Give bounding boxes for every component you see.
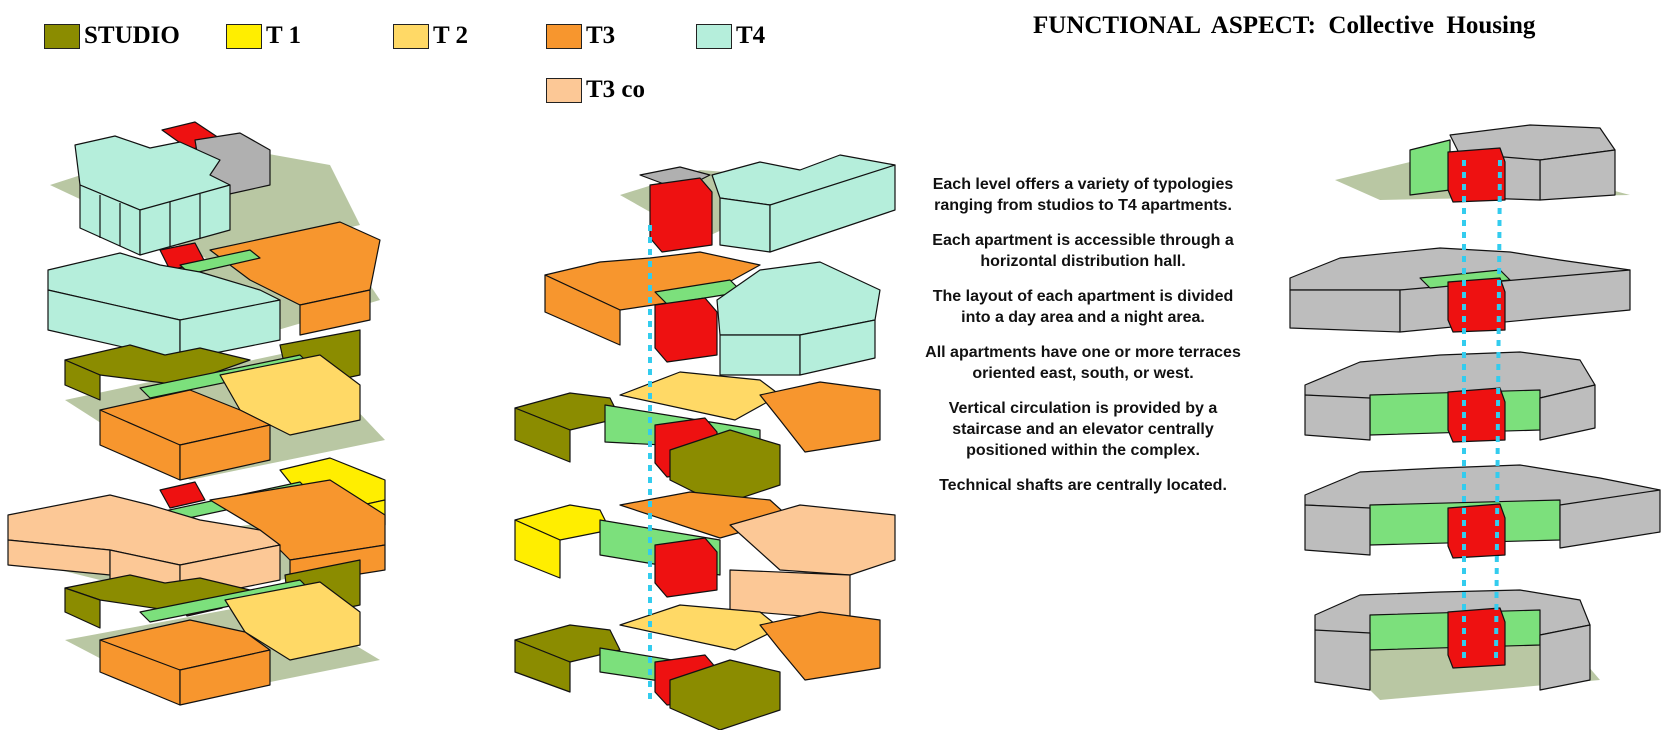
stack-right-level-4 [1289, 247, 1631, 333]
stack-left-level-4 [47, 221, 381, 361]
studio-block-front [514, 639, 571, 693]
stack-left-level-1 [64, 559, 380, 706]
t3-block-front-2 [179, 424, 271, 481]
stair-block [654, 537, 718, 598]
legend-label-t4: T4 [736, 22, 766, 49]
stack-right-level-2 [1304, 464, 1661, 559]
note-access: Each apartment is accessible through a h… [932, 232, 1234, 270]
hall-strip [1419, 269, 1511, 289]
legend-label-studio: STUDIO [84, 22, 180, 49]
t4-block-front-2 [769, 164, 896, 253]
stack-middle-level-2 [514, 491, 896, 621]
stack-right-level-3 [1304, 351, 1596, 443]
t1-block-front [514, 519, 561, 579]
notes-block: Each level offers a variety of typologie… [918, 174, 1248, 510]
gray-block-front [1289, 289, 1401, 333]
legend-t3: T3 [546, 22, 615, 50]
legend-swatch-t3 [546, 23, 582, 49]
t3-block-front [544, 274, 621, 346]
studio-block-front [64, 359, 101, 401]
stack-left [7, 121, 386, 706]
note-typologies: Each level offers a variety of typologie… [932, 176, 1234, 214]
gray-block-front-2 [1559, 489, 1661, 549]
studio-block-front [64, 587, 101, 629]
stair-block [1447, 277, 1506, 333]
legend-t1: T 1 [226, 22, 301, 50]
stack-middle-level-1 [514, 604, 881, 730]
legend-t3co: T3 co [546, 76, 645, 104]
stack-right-level-1 [1314, 589, 1600, 700]
t4-block-front-2 [799, 319, 876, 376]
gray-block-front [1304, 394, 1371, 441]
t3-block-front-2 [179, 649, 271, 706]
stack-right-level-5 [1335, 124, 1630, 203]
stack-left-level-2 [7, 457, 386, 601]
gray-block-front [1314, 629, 1371, 691]
stair-block [1447, 147, 1506, 203]
gray-block-front-2 [1539, 624, 1591, 691]
legend-t2: T 2 [393, 22, 468, 50]
studio-block-lower [669, 429, 781, 506]
t3-block-front [299, 289, 371, 336]
stack-middle-level-3 [514, 371, 881, 506]
studio-block-front [514, 407, 571, 463]
t4-block-front [719, 197, 771, 253]
stack-middle-level-4 [544, 251, 881, 376]
legend-swatch-t2 [393, 23, 429, 49]
legend-swatch-t3co [546, 77, 582, 103]
legend-swatch-t4 [696, 23, 732, 49]
t4-block-front [719, 334, 801, 376]
stack-left-level-3 [64, 329, 385, 481]
stack-middle [514, 154, 896, 730]
t3-block-top [759, 611, 881, 681]
note-terraces: All apartments have one or more terraces… [925, 344, 1241, 382]
stair-block [654, 297, 718, 363]
note-layout: The layout of each apartment is divided … [932, 288, 1234, 326]
note-circulation: Vertical circulation is provided by a st… [948, 400, 1218, 459]
t3-block-top [544, 251, 761, 311]
t2-block-top [619, 604, 781, 651]
stack-right [1289, 124, 1661, 700]
note-shafts: Technical shafts are centrally located. [939, 477, 1227, 494]
t4-block-front [179, 299, 281, 361]
legend-label-t3: T3 [586, 22, 616, 49]
page-title: FUNCTIONAL ASPECT: Collective Housing [1033, 12, 1536, 39]
legend-label-t3co: T3 co [586, 76, 646, 103]
stair-block [159, 481, 206, 509]
legend-studio: STUDIO [44, 22, 180, 50]
gray-block-front-2 [1539, 384, 1596, 441]
legend-t4: T4 [696, 22, 765, 50]
t3-block-top [759, 381, 881, 453]
stack-left-level-5 [50, 121, 360, 260]
stair-block [649, 177, 713, 253]
stack-middle-level-5 [620, 154, 896, 253]
t4-block-front [139, 184, 231, 256]
hall-block [1409, 139, 1451, 196]
t2-block-top [619, 371, 781, 421]
gray-block-front [1304, 504, 1371, 556]
legend-swatch-t1 [226, 23, 262, 49]
t3co-block-top [729, 504, 896, 576]
studio-block-lower [669, 659, 781, 730]
legend-label-t1: T 1 [266, 22, 301, 49]
legend-label-t2: T 2 [433, 22, 468, 49]
legend-swatch-studio [44, 23, 80, 49]
